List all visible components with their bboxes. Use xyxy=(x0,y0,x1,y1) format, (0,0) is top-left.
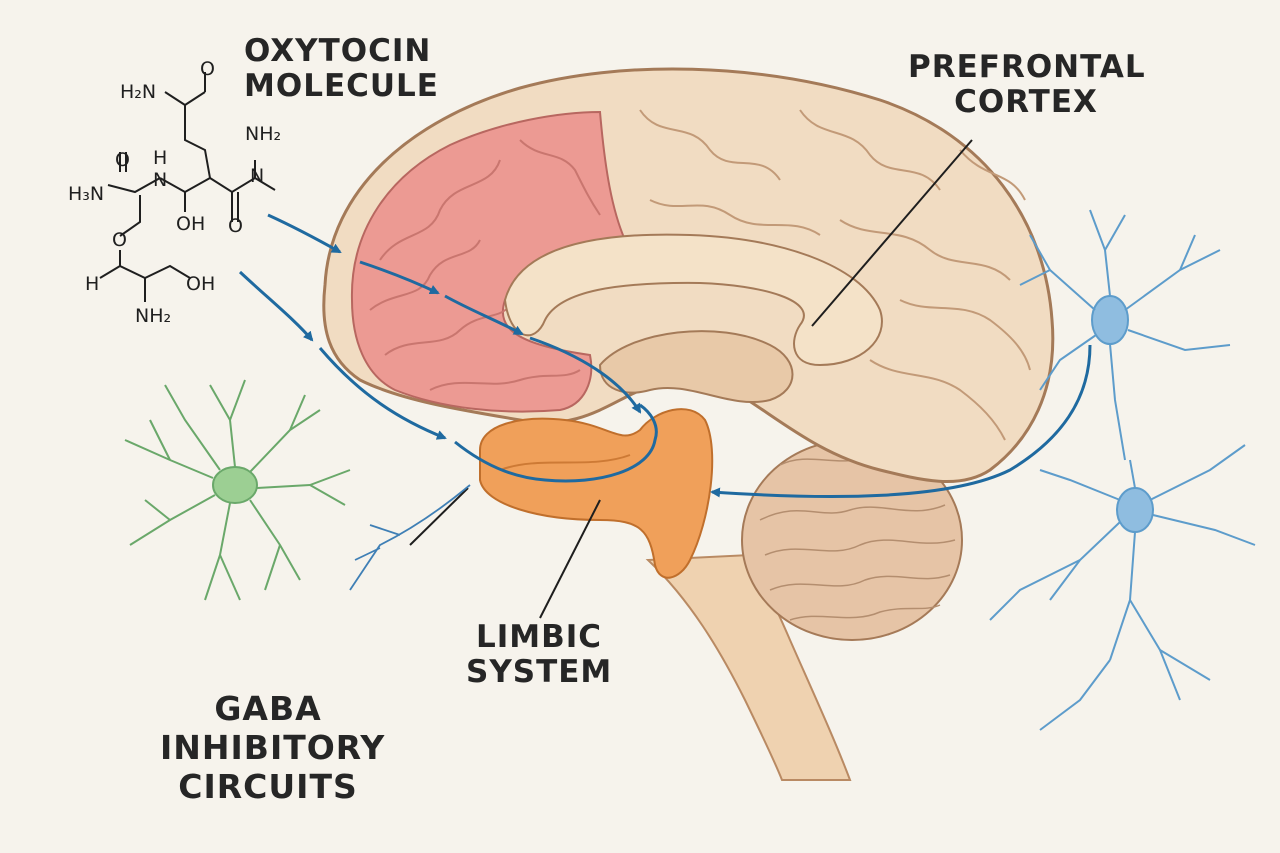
atom-n-right: N xyxy=(250,165,264,187)
gaba-label-line1: GABA xyxy=(160,690,376,729)
prefrontal-label-line1: PREFRONTAL xyxy=(908,50,1144,85)
atom-h3n: H₃N xyxy=(68,183,104,205)
atom-nh2-bottom: NH₂ xyxy=(135,305,171,327)
atom-o-ether: O xyxy=(112,229,127,251)
limbic-system-label: LIMBIC SYSTEM xyxy=(466,620,612,689)
prefrontal-cortex-label: PREFRONTAL CORTEX xyxy=(908,50,1144,119)
gaba-axon-branches xyxy=(350,485,470,590)
oxytocin-label-line1: OXYTOCIN xyxy=(244,34,439,69)
blue-neuron-bottom xyxy=(990,445,1255,730)
atom-oh-mid: OH xyxy=(176,213,205,235)
oxytocin-label: OXYTOCIN MOLECULE xyxy=(244,34,439,103)
gaba-neuron xyxy=(125,380,350,600)
limbic-label-line1: LIMBIC xyxy=(466,620,612,655)
atom-nh2-right: NH₂ xyxy=(245,123,281,145)
gaba-circuits-label: GABA INHIBITORY CIRCUITS xyxy=(160,690,376,807)
atom-h-amide: H xyxy=(153,147,167,169)
gaba-pointer xyxy=(410,488,468,545)
atom-o-left: O xyxy=(115,149,130,171)
atom-o-mid: O xyxy=(228,215,243,237)
atom-h2n-top: H₂N xyxy=(120,81,156,103)
atom-oh-bottom: OH xyxy=(186,273,215,295)
oxytocin-structure xyxy=(100,72,275,302)
gaba-label-line2: INHIBITORY xyxy=(160,729,376,768)
gaba-label-line3: CIRCUITS xyxy=(160,768,376,807)
limbic-label-line2: SYSTEM xyxy=(466,655,612,690)
prefrontal-label-line2: CORTEX xyxy=(908,85,1144,120)
atom-h-bottom: H xyxy=(85,273,99,295)
limbic-region xyxy=(480,409,712,578)
atom-o-top: O xyxy=(200,58,215,80)
oxytocin-label-line2: MOLECULE xyxy=(244,69,439,104)
atom-n-amide: N xyxy=(153,169,167,191)
